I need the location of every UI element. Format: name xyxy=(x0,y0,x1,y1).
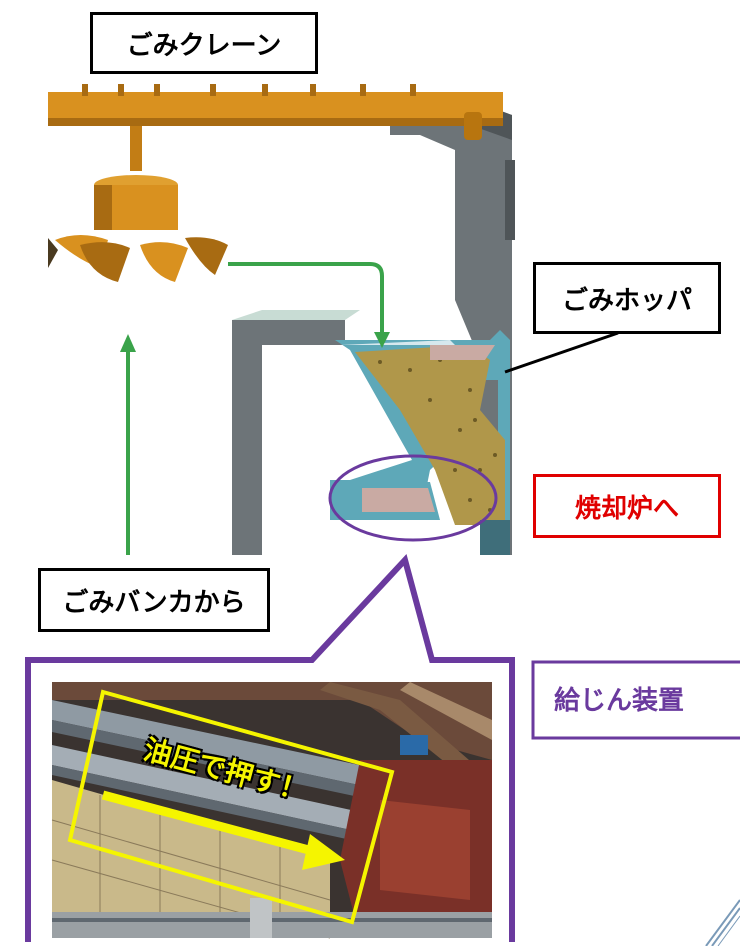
crane-grab xyxy=(48,175,228,282)
hopper-label: ごみホッパ xyxy=(533,262,721,334)
feeder-photo xyxy=(51,682,492,939)
flow-arrows xyxy=(120,262,390,555)
incinerator-label: 焼却炉へ xyxy=(533,474,721,538)
corner-decoration xyxy=(705,899,740,946)
bunker-label: ごみバンカから xyxy=(38,568,270,632)
hopper xyxy=(232,310,510,555)
crane-label: ごみクレーン xyxy=(90,12,318,74)
feeder-callout xyxy=(25,454,740,942)
hopper-leader-line xyxy=(504,331,619,374)
feeder-label: 給じん装置 xyxy=(554,686,685,716)
crane-rail xyxy=(48,84,503,171)
